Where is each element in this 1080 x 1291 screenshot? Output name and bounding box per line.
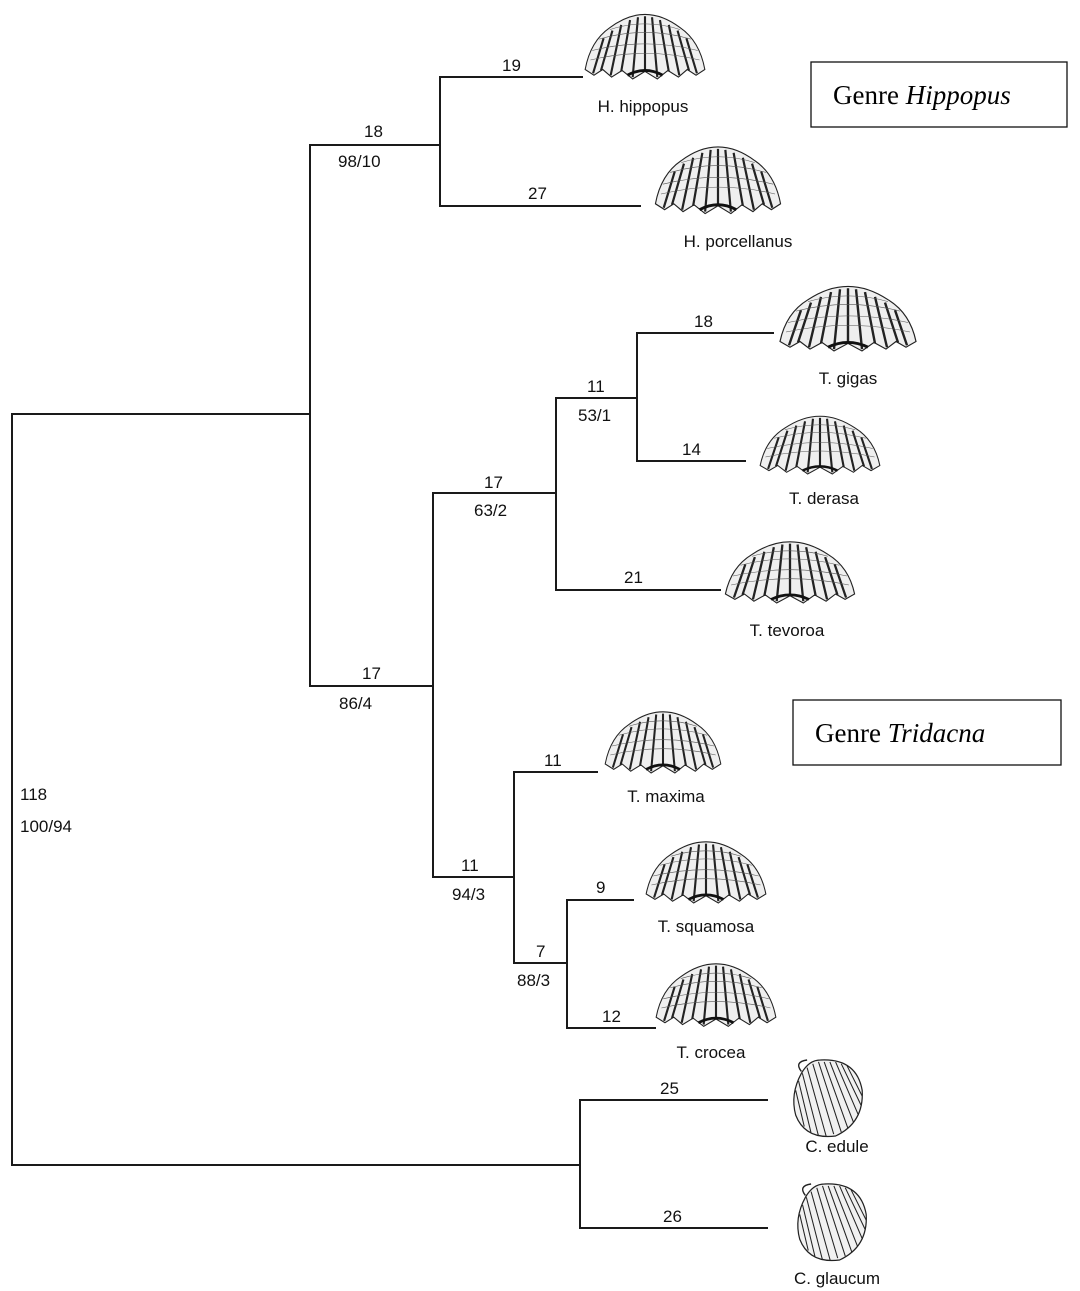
t-crocea-label: T. crocea <box>677 1043 747 1062</box>
genus-hippopus-box: Genre Hippopus <box>811 62 1067 127</box>
maxima-group-support-label: 94/3 <box>452 885 485 904</box>
genus-tridacna-label: Genre Tridacna <box>815 718 985 748</box>
t-squamosa-length-label: 9 <box>596 878 605 897</box>
t-derasa-length-label: 14 <box>682 440 701 459</box>
c-glaucum-shell-icon <box>798 1184 867 1261</box>
gigas-derasa-length-label: 11 <box>587 377 605 396</box>
gigas-group-support-label: 63/2 <box>474 501 507 520</box>
c-edule-length-label: 25 <box>660 1079 679 1098</box>
t-crocea-length-label: 12 <box>602 1007 621 1026</box>
root-length-label: 118 <box>20 785 47 804</box>
genus-hippopus-label: Genre Hippopus <box>833 80 1011 110</box>
t-crocea-shell-icon <box>656 964 776 1027</box>
h-hippopus-length-label: 19 <box>502 56 521 75</box>
tridacna-support-label: 86/4 <box>339 694 372 713</box>
branch-lines <box>12 77 773 1228</box>
t-gigas-length-label: 18 <box>694 312 713 331</box>
hippopus-support-label: 98/10 <box>338 152 381 171</box>
h-hippopus-label: H. hippopus <box>598 97 689 116</box>
c-edule-label: C. edule <box>805 1137 868 1156</box>
c-edule-shell-icon <box>794 1060 863 1137</box>
genus-tridacna-box: Genre Tridacna <box>793 700 1061 765</box>
h-porcellanus-label: H. porcellanus <box>684 232 793 251</box>
t-derasa-shell-icon <box>760 416 880 474</box>
squamosa-crocea-support-label: 88/3 <box>517 971 550 990</box>
maxima-group-length-label: 11 <box>461 856 479 875</box>
t-gigas-shell-icon <box>780 286 916 351</box>
t-gigas-label: T. gigas <box>819 369 878 388</box>
h-hippopus-shell-icon <box>585 14 705 79</box>
gigas-group-length-label: 17 <box>484 473 503 492</box>
t-tevoroa-label: T. tevoroa <box>750 621 825 640</box>
h-porcellanus-length-label: 27 <box>528 184 547 203</box>
t-squamosa-shell-icon <box>646 842 766 903</box>
t-derasa-label: T. derasa <box>789 489 859 508</box>
node-labels: 118 100/94 18 98/10 17 86/4 17 63/2 11 5… <box>20 122 611 990</box>
t-squamosa-label: T. squamosa <box>658 917 755 936</box>
h-porcellanus-shell-icon <box>655 147 780 214</box>
t-maxima-label: T. maxima <box>627 787 705 806</box>
t-tevoroa-shell-icon <box>725 542 854 603</box>
t-maxima-length-label: 11 <box>544 751 562 770</box>
c-glaucum-length-label: 26 <box>663 1207 682 1226</box>
t-tevoroa-length-label: 21 <box>624 568 643 587</box>
hippopus-length-label: 18 <box>364 122 383 141</box>
tridacna-length-label: 17 <box>362 664 381 683</box>
squamosa-crocea-length-label: 7 <box>536 942 545 961</box>
t-maxima-shell-icon <box>605 712 721 773</box>
root-support-label: 100/94 <box>20 817 72 836</box>
gigas-derasa-support-label: 53/1 <box>578 406 611 425</box>
c-glaucum-label: C. glaucum <box>794 1269 880 1288</box>
